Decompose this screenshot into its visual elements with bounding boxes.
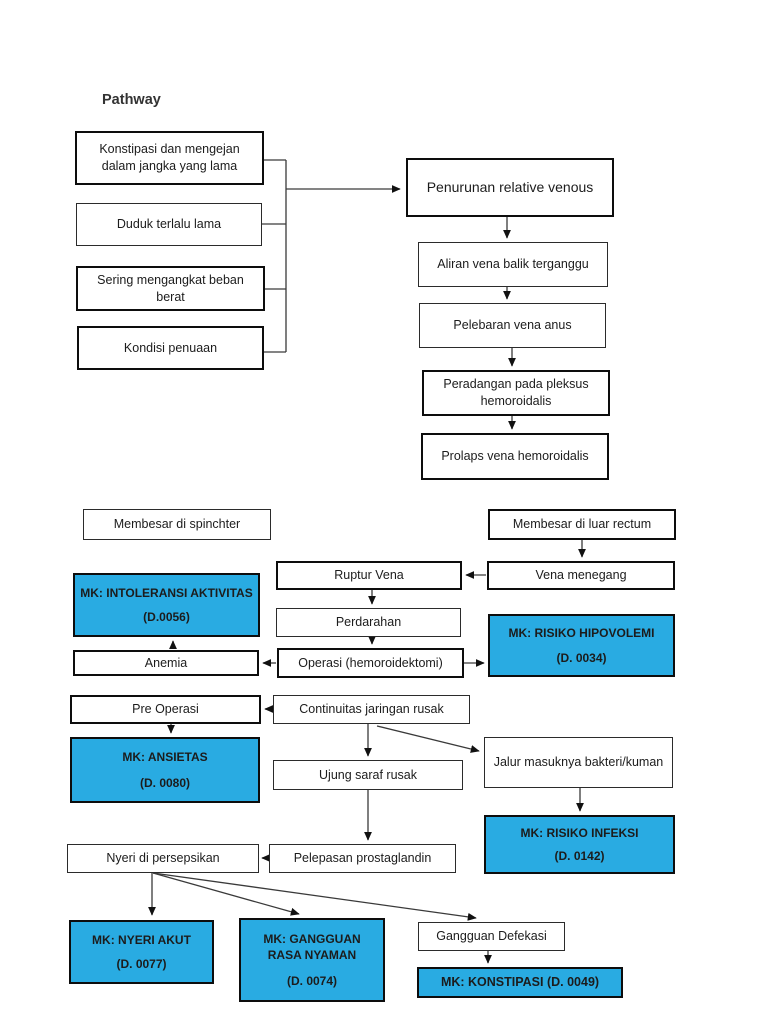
box-ujung-saraf-rusak: Ujung saraf rusak [273,760,463,790]
box-nyeri-di-persepsikan: Nyeri di persepsikan [67,844,259,873]
box-mk-risiko-hipovolemi: MK: RISIKO HIPOVOLEMI (D. 0034) [488,614,675,677]
box-operasi-hemoroidektomi: Operasi (hemoroidektomi) [277,648,464,678]
box-mk-gangguan-rasa-nyaman: MK: GANGGUAN RASA NYAMAN (D. 0074) [239,918,385,1002]
mk-title: MK: NYERI AKUT [92,932,191,947]
mk-title: MK: RISIKO INFEKSI [520,825,639,840]
box-anemia: Anemia [73,650,259,676]
box-pre-operasi: Pre Operasi [70,695,261,724]
box-pelebaran-vena-anus: Pelebaran vena anus [419,303,606,348]
box-mk-ansietas: MK: ANSIETAS (D. 0080) [70,737,260,803]
box-kondisi-penuaan: Kondisi penuaan [77,326,264,370]
box-continuitas-jaringan-rusak: Continuitas jaringan rusak [273,695,470,724]
mk-code: (D. 0080) [139,775,191,790]
box-penurunan-relative-venous: Penurunan relative venous [406,158,614,217]
mk-title: MK: ANSIETAS [122,750,208,765]
box-konstipasi-mengejan: Konstipasi dan mengejan dalam jangka yan… [75,131,264,185]
box-mk-intoleransi-aktivitas: MK: INTOLERANSI AKTIVITAS (D.0056) [73,573,260,637]
mk-code: (D. 0074) [286,974,338,988]
box-ruptur-vena: Ruptur Vena [276,561,462,590]
box-aliran-vena-balik: Aliran vena balik terganggu [418,242,608,287]
box-mk-risiko-infeksi: MK: RISIKO INFEKSI (D. 0142) [484,815,675,874]
box-gangguan-defekasi: Gangguan Defekasi [418,922,565,951]
box-perdarahan: Perdarahan [276,608,461,637]
mk-title: MK: RISIKO HIPOVOLEMI [508,626,655,641]
mk-code: (D.0056) [143,610,190,625]
box-duduk-terlalu-lama: Duduk terlalu lama [76,203,262,246]
box-jalur-masuknya-bakteri: Jalur masuknya bakteri/kuman [484,737,673,788]
mk-title: MK: GANGGUAN RASA NYAMAN [263,931,361,962]
box-vena-menegang: Vena menegang [487,561,675,590]
mk-title: MK: INTOLERANSI AKTIVITAS [80,585,253,600]
box-prolaps-vena: Prolaps vena hemoroidalis [421,433,609,480]
page-title: Pathway [102,92,161,108]
box-mk-nyeri-akut: MK: NYERI AKUT (D. 0077) [69,920,214,984]
mk-code: (D. 0034) [556,650,607,665]
mk-code: (D. 0142) [554,848,605,863]
box-mk-konstipasi: MK: KONSTIPASI (D. 0049) [417,967,623,998]
box-peradangan-pleksus: Peradangan pada pleksus hemoroidalis [422,370,610,416]
box-membesar-di-luar-rectum: Membesar di luar rectum [488,509,676,540]
box-mengangkat-beban: Sering mengangkat beban berat [76,266,265,311]
box-membesar-di-spinchter: Membesar di spinchter [83,509,271,540]
box-pelepasan-prostaglandin: Pelepasan prostaglandin [269,844,456,873]
mk-code: (D. 0077) [116,957,167,972]
